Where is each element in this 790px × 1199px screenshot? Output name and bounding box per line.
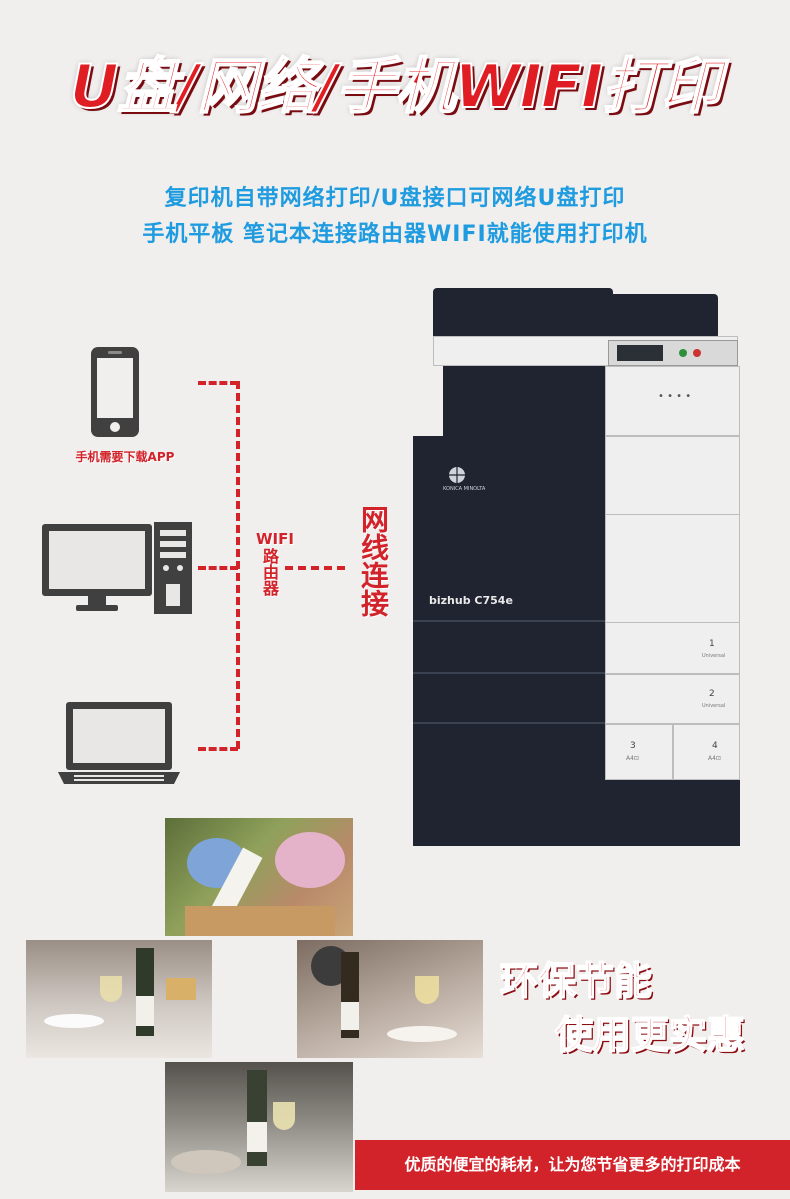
photo-wine-flowers — [165, 818, 353, 936]
paper-tray-2[interactable]: 2 Universal — [605, 674, 740, 724]
wifi-label: WIFI — [256, 530, 294, 548]
photo-oysters-wine — [165, 1062, 353, 1192]
desktop-connector-line — [198, 566, 238, 570]
side-panel-upper — [605, 436, 740, 516]
paper-tray-3[interactable]: 3 A4⊡ — [605, 724, 673, 780]
model-name: bizhub C754e — [429, 594, 513, 607]
router-to-printer-line — [285, 566, 345, 570]
laptop-icon — [58, 702, 180, 784]
subheading-line-2: 手机平板 笔记本连接路由器WIFI就能使用打印机 — [142, 222, 648, 247]
eco-slogan-line-1: 环保节能 — [499, 958, 653, 1004]
laptop-connector-line — [198, 747, 238, 751]
cassette-seam — [413, 722, 608, 724]
bottom-banner: 优质的便宜的耗材，让为您节省更多的打印成本 — [355, 1140, 790, 1190]
feeder-side — [598, 294, 718, 339]
multifunction-printer: • • • • KONICA MINOLTA bizhub C754e 1 Un… — [413, 288, 743, 848]
phone-caption: 手机需要下载APP — [75, 450, 175, 464]
eco-slogan-line-2: 使用更实惠 — [554, 1012, 746, 1058]
cassette-seam — [413, 620, 608, 622]
finisher-panel: • • • • — [605, 366, 740, 436]
globe-logo-icon — [449, 467, 465, 483]
photo-wine-toast — [297, 940, 483, 1058]
phone-connector-line — [198, 381, 238, 385]
control-panel — [608, 340, 738, 366]
document-feeder — [433, 288, 613, 338]
printer-base — [605, 780, 740, 846]
cassette-seam — [413, 672, 608, 674]
page-headline: U盘/网络/手机WIFI打印 — [69, 51, 722, 123]
cable-connection-label: 网线连接 — [357, 505, 390, 617]
smartphone-icon — [90, 346, 140, 438]
paper-tray-1[interactable]: 1 Universal — [605, 622, 740, 674]
subheading-line-1: 复印机自带网络打印/U盘接口可网络U盘打印 — [164, 186, 626, 211]
router-trunk-line — [236, 381, 240, 749]
desktop-computer-icon — [42, 522, 194, 614]
output-tray-area — [443, 366, 608, 436]
printer-main-body — [413, 436, 608, 846]
paper-tray-4[interactable]: 4 A4⊡ — [673, 724, 740, 780]
brand-logo: KONICA MINOLTA — [443, 466, 523, 496]
router-label: 路由器 — [260, 548, 279, 596]
side-panel-middle — [605, 514, 740, 624]
photo-dining-table — [26, 940, 212, 1058]
